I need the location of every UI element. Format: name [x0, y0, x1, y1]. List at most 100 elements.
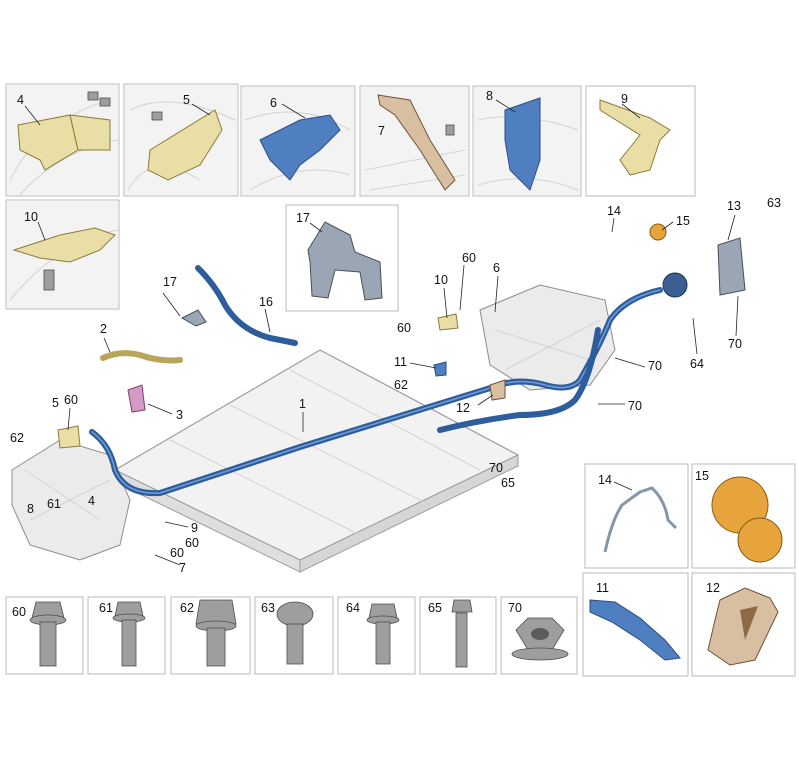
callout-14-main: 14	[607, 204, 621, 218]
callout-9-main: 9	[191, 521, 198, 535]
callout-11-main: 11	[394, 355, 407, 369]
callout-15-main: 15	[676, 214, 690, 228]
callout-3: 3	[176, 408, 183, 422]
callout-61-fastener: 61	[99, 601, 113, 615]
callout-4-main: 4	[88, 494, 95, 508]
callout-5: 5	[183, 93, 190, 107]
callout-13: 13	[727, 199, 741, 213]
callout-4: 4	[17, 93, 24, 107]
callout-10: 10	[24, 210, 38, 224]
callout-62-fastener: 62	[180, 601, 194, 615]
callout-6: 6	[270, 96, 277, 110]
fastener-62: 62	[170, 596, 251, 675]
detail-box-part-10: 10	[5, 199, 120, 310]
callout-14-detail: 14	[598, 473, 612, 487]
mount-bracket-10	[12, 227, 116, 263]
callout-65-fastener: 65	[428, 601, 442, 615]
callout-60-e: 60	[397, 321, 411, 335]
fastener-61: 61	[87, 596, 166, 675]
mount-bracket-17	[307, 221, 383, 301]
mount-bracket-11	[589, 599, 681, 661]
button-head-bolt-icon	[276, 601, 314, 627]
bracket-11-small	[433, 361, 447, 377]
callout-62-a: 62	[10, 431, 24, 445]
callout-15-detail: 15	[695, 469, 709, 483]
bolt-65-icon	[455, 612, 468, 668]
callout-12-main: 12	[456, 401, 470, 415]
callout-70-fastener: 70	[508, 601, 522, 615]
fastener-70: 70	[500, 596, 578, 675]
detail-box-part-17: 17	[285, 204, 399, 312]
battery-pack	[113, 349, 520, 561]
bracket-13	[717, 237, 746, 296]
fastener-65: 65	[419, 596, 497, 675]
cable-16	[195, 265, 298, 346]
main-assembly: 17 16 2 3 1 60 5 62 61 4 8 9 60 60 7 10 …	[10, 196, 781, 575]
callout-5-main: 5	[52, 396, 59, 410]
fastener-63: 63	[254, 596, 334, 675]
fastener-60: 60	[5, 596, 84, 675]
fastener-64: 64	[337, 596, 416, 675]
callout-70-a: 70	[489, 461, 503, 475]
bracket-17-small	[180, 309, 207, 327]
callout-60-d: 60	[462, 251, 476, 265]
bolt-icon	[87, 91, 99, 101]
callout-16: 16	[259, 295, 273, 309]
rear-drive-unit	[479, 284, 616, 391]
cable-2	[100, 350, 183, 364]
detail-box-part-12: 12	[691, 572, 796, 677]
callout-70-c: 70	[648, 359, 662, 373]
callout-9: 9	[621, 92, 628, 106]
mount-bracket-7	[377, 94, 456, 191]
callout-12-detail: 12	[706, 581, 720, 595]
callout-10-main: 10	[434, 273, 448, 287]
mount-bracket-8	[504, 97, 541, 191]
callout-7: 7	[378, 124, 385, 138]
callout-60-c: 60	[170, 546, 184, 560]
bracket-10-small	[437, 313, 459, 331]
mount-bracket-6	[259, 114, 341, 181]
bolt-60-icon	[39, 621, 57, 667]
mount-bracket-9	[599, 99, 671, 176]
detail-box-part-8: 8	[472, 85, 582, 197]
callout-60-a: 60	[64, 393, 78, 407]
callout-8-main: 8	[27, 502, 34, 516]
detail-box-part-15: 15	[691, 463, 796, 569]
callout-11-detail: 11	[596, 581, 609, 595]
callout-2: 2	[100, 322, 107, 336]
callout-17-main: 17	[163, 275, 177, 289]
callout-60-fastener: 60	[12, 605, 26, 619]
callout-64-main: 64	[690, 357, 704, 371]
detail-box-part-4: 4	[5, 83, 120, 197]
detail-box-part-7: 7	[359, 85, 470, 197]
detail-box-part-14: 14	[584, 463, 689, 569]
bracket-3	[127, 384, 146, 413]
callout-7-main: 7	[179, 561, 186, 575]
callout-61: 61	[47, 497, 61, 511]
detail-box-part-5: 5	[123, 83, 239, 197]
callout-62-b: 62	[394, 378, 408, 392]
mount-bracket-5	[147, 109, 223, 181]
callout-8: 8	[486, 89, 493, 103]
callout-1: 1	[299, 397, 306, 411]
detail-box-part-11: 11	[582, 572, 689, 677]
bolt-64-icon	[375, 621, 391, 665]
callout-65-main: 65	[501, 476, 515, 490]
bracket-5-small	[57, 425, 81, 449]
harness-14	[603, 486, 678, 553]
connector-hub	[662, 272, 688, 298]
callout-64-fastener: 64	[346, 601, 360, 615]
callout-63-fastener: 63	[261, 601, 275, 615]
callout-60-b: 60	[185, 536, 199, 550]
detail-box-part-9: 9	[585, 85, 696, 197]
callout-63-main: 63	[767, 196, 781, 210]
bolt-61-icon	[121, 619, 137, 667]
bolt-62-icon	[206, 627, 226, 667]
cap-15	[649, 223, 667, 241]
bracket-12-small	[489, 379, 506, 401]
callout-70-b: 70	[728, 337, 742, 351]
callout-70-d: 70	[628, 399, 642, 413]
callout-17: 17	[296, 211, 310, 225]
high-voltage-cable-branch	[437, 327, 601, 433]
